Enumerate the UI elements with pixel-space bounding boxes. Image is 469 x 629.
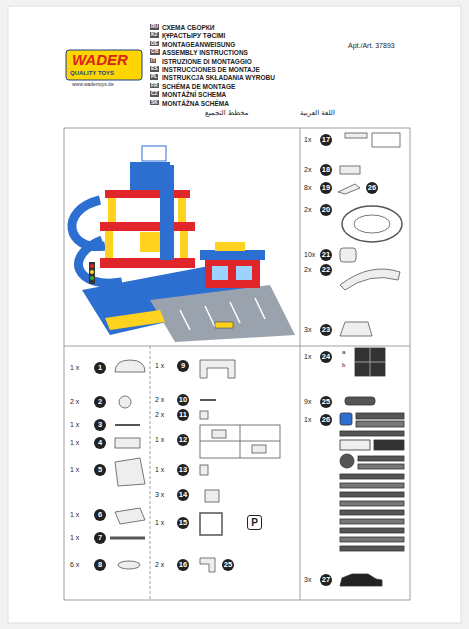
part-number: 25	[320, 396, 332, 408]
part-number: 2	[94, 396, 106, 408]
quantity-label: 2x	[304, 266, 311, 274]
instruction-heading: MONTÁŽNA SCHÉMA	[162, 100, 229, 107]
quantity-label: 6 x	[70, 561, 79, 569]
language-code: SK	[150, 100, 159, 106]
brand-tagline: QUALITY TOYS	[70, 70, 114, 77]
instruction-heading: MONTÁŽNÍ SCHEMA	[162, 91, 226, 98]
quantity-label: 2 x	[70, 398, 79, 406]
part-number: 25	[222, 559, 234, 571]
part-number: 18	[320, 164, 332, 176]
quantity-label: 1 x	[70, 364, 79, 372]
language-code: DE	[150, 41, 159, 47]
instruction-heading: ISTRUZIONE DI MONTAGGIO	[162, 58, 252, 65]
part-number: 11	[177, 409, 189, 421]
part-number: 8	[94, 559, 106, 571]
quantity-label: 1x	[304, 416, 311, 424]
quantity-label: 1 x	[155, 466, 164, 474]
variant-letter: b	[342, 362, 345, 369]
quantity-label: 1 x	[70, 466, 79, 474]
part-number: 4	[94, 437, 106, 449]
language-code: ES	[150, 66, 159, 72]
language-code: IT	[150, 58, 156, 64]
arabic-heading: اللغة العربية	[300, 110, 335, 118]
quantity-label: 1 x	[155, 519, 164, 527]
part-number: 6	[94, 509, 106, 521]
instruction-heading: ҚҰРАСТЫРУ ТӘСІМІ	[162, 32, 225, 39]
arabic-heading: مخطط التجميع	[205, 110, 248, 118]
parking-sign: P	[247, 515, 262, 530]
part-number: 26	[366, 182, 378, 194]
instruction-heading: СХЕМА СБОРКИ	[162, 24, 214, 31]
part-number: 12	[177, 434, 189, 446]
part-number: 1	[94, 362, 106, 374]
part-number: 19	[320, 182, 332, 194]
instruction-heading: ASSEMBLY INSTRUCTIONS	[162, 49, 248, 56]
quantity-label: 10x	[304, 251, 315, 259]
part-number: 5	[94, 464, 106, 476]
part-number: 9	[177, 360, 189, 372]
quantity-label: 2 x	[155, 561, 164, 569]
quantity-label: 3x	[304, 576, 311, 584]
quantity-label: 3 x	[155, 491, 164, 499]
quantity-label: 1 x	[155, 362, 164, 370]
part-number: 17	[320, 134, 332, 146]
part-number: 27	[320, 574, 332, 586]
part-number: 21	[320, 249, 332, 261]
quantity-label: 9x	[304, 398, 311, 406]
quantity-label: 3x	[304, 326, 311, 334]
part-number: 24	[320, 351, 332, 363]
language-code: PL	[150, 74, 158, 80]
quantity-label: 8x	[304, 184, 311, 192]
variant-letter: a	[342, 349, 345, 356]
part-number: 7	[94, 532, 106, 544]
instruction-heading: MONTAGEANWEISUNG	[162, 41, 235, 48]
quantity-label: 1 x	[70, 421, 79, 429]
brand-logo: WADER	[72, 52, 128, 69]
language-code: RU	[150, 24, 159, 30]
quantity-label: 2 x	[155, 396, 164, 404]
part-number: 16	[177, 559, 189, 571]
quantity-label: 1 x	[70, 511, 79, 519]
instruction-heading: INSTRUKCJA SKŁADANIA WYROBU	[162, 74, 275, 81]
part-number: 20	[320, 204, 332, 216]
part-number: 3	[94, 419, 106, 431]
language-code: FR	[150, 83, 159, 89]
quantity-label: 2x	[304, 206, 311, 214]
quantity-label: 2 x	[155, 411, 164, 419]
part-number: 14	[177, 489, 189, 501]
instruction-heading: SCHÉMA DE MONTAGE	[162, 83, 235, 90]
language-code: CZ	[150, 91, 159, 97]
part-number: 22	[320, 264, 332, 276]
article-number: Apt./Art. 37893	[348, 42, 395, 50]
quantity-label: 2x	[304, 166, 311, 174]
language-code: KZ	[150, 32, 159, 38]
part-number: 23	[320, 324, 332, 336]
quantity-label: 1x	[304, 353, 311, 361]
instruction-heading: INSTRUCCIONES DE MONTAJE	[162, 66, 260, 73]
part-number: 10	[177, 394, 189, 406]
part-number: 15	[177, 517, 189, 529]
quantity-label: 1 x	[70, 534, 79, 542]
quantity-label: 1 x	[155, 436, 164, 444]
quantity-label: 1x	[304, 136, 311, 144]
website-url: www.wadertoys.de	[72, 82, 114, 88]
quantity-label: 1 x	[70, 439, 79, 447]
part-number: 13	[177, 464, 189, 476]
language-code: GB	[150, 49, 160, 55]
part-number: 26	[320, 414, 332, 426]
